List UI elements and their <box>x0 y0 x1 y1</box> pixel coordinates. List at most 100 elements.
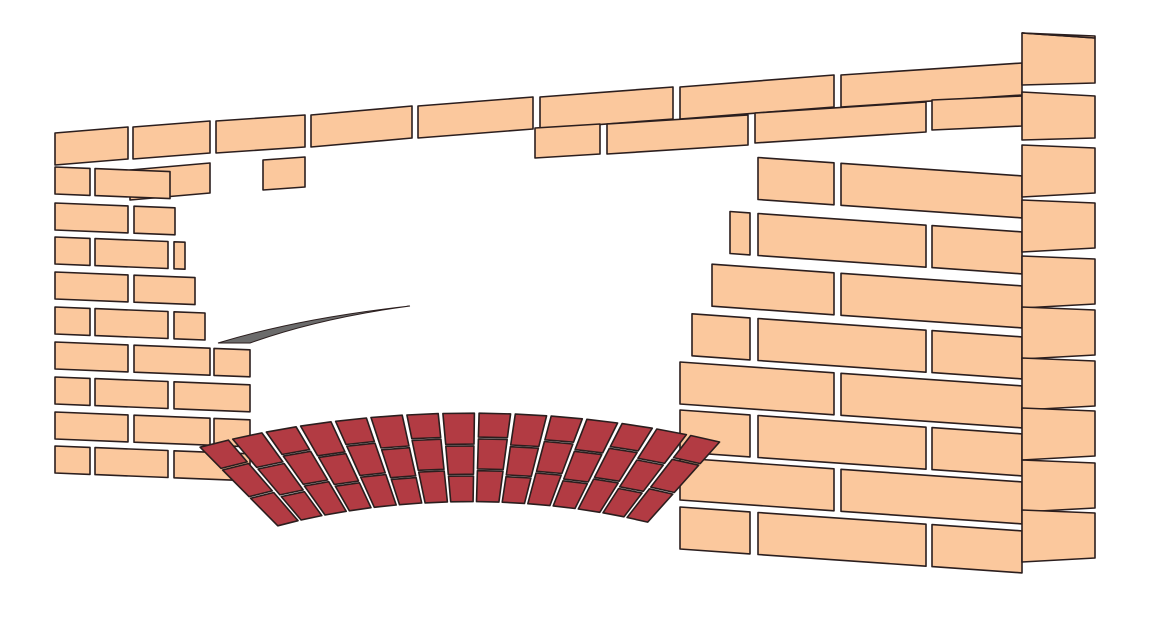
left-pier-brick <box>133 344 211 377</box>
left-pier-brick <box>94 237 169 270</box>
right-pier-brick <box>931 224 1023 275</box>
arch-voussoir <box>544 415 584 444</box>
arch-voussoir <box>299 420 346 457</box>
arch-voussoir <box>526 472 563 507</box>
arch-voussoir <box>475 469 504 503</box>
upper-wall-brick <box>132 120 211 160</box>
left-pier-brick <box>54 236 91 267</box>
arch-voussoir <box>672 434 721 465</box>
left-pier-brick <box>94 307 169 340</box>
upper-wall-brick <box>754 101 927 144</box>
arch-voussoir <box>477 412 512 439</box>
arch-voussoir <box>249 491 299 527</box>
arch-voussoir <box>199 439 248 470</box>
arch-voussoir <box>501 475 532 505</box>
soffit-shadow <box>217 305 411 344</box>
left-pier-brick <box>54 341 129 373</box>
arch-soffit-shadow <box>217 305 411 344</box>
arch-voussoir <box>574 418 619 454</box>
left-pier-brick <box>213 347 251 378</box>
left-pier-brick <box>54 202 129 234</box>
arch-voussoir <box>406 412 442 440</box>
left-pier-brick <box>54 271 129 303</box>
right-pier-end-faces <box>1021 144 1096 563</box>
right-pier-brick <box>931 329 1023 380</box>
left-pier-brick <box>94 377 169 410</box>
left-pier-brick <box>54 445 91 476</box>
arch-voussoir <box>265 425 311 456</box>
arch-voussoir <box>593 447 638 483</box>
arch-voussoir <box>390 476 423 506</box>
arch-voussoirs <box>199 412 721 527</box>
arch-voussoir <box>370 414 410 449</box>
right-pier-end-brick <box>1021 509 1096 563</box>
upper-wall-bricks <box>54 32 1096 201</box>
right-pier-end-brick <box>1021 459 1096 513</box>
arch-voussoir <box>535 440 574 475</box>
upper-wall-brick <box>310 105 413 148</box>
arch-voussoir <box>317 452 360 486</box>
arch-voussoir <box>282 450 329 486</box>
right-pier-end-brick <box>1021 306 1096 360</box>
arch-voussoir <box>231 432 284 469</box>
right-pier-end-brick <box>1021 199 1096 253</box>
arch-voussoir <box>618 459 665 493</box>
left-pier-brick <box>54 376 91 407</box>
right-pier-brick <box>931 523 1023 574</box>
upper-wall-brick <box>679 74 835 120</box>
arch-voussoir <box>649 458 700 494</box>
arch-voussoir <box>602 487 643 518</box>
left-pier-brick <box>133 274 196 306</box>
right-pier-brick <box>757 511 927 568</box>
arch-voussoir <box>411 438 445 472</box>
arch-voussoir <box>442 412 476 446</box>
upper-wall-brick <box>606 114 749 155</box>
right-pier-brick <box>931 426 1023 477</box>
right-pier-brick <box>679 506 751 555</box>
upper-wall-brick <box>1021 32 1096 86</box>
arch-voussoir <box>577 478 620 514</box>
left-pier-brick <box>133 205 176 236</box>
arch-voussoir <box>552 479 589 510</box>
left-pier-brick <box>54 166 91 197</box>
right-pier-end-brick <box>1021 407 1096 461</box>
upper-wall-brick <box>215 114 306 154</box>
arch-voussoir <box>380 446 417 479</box>
left-pier-brick <box>54 411 129 443</box>
right-pier-brick <box>757 414 927 471</box>
arch-voussoir <box>359 473 398 509</box>
right-pier-brick <box>679 361 835 416</box>
left-pier-brick <box>94 167 171 200</box>
upper-wall-brick <box>417 96 534 139</box>
upper-wall-brick <box>54 126 129 166</box>
arch-voussoir <box>509 413 548 448</box>
arch-voussoir <box>303 480 348 516</box>
arch-voussoir <box>609 422 654 452</box>
upper-wall-brick <box>262 156 306 191</box>
right-pier-end-brick <box>1021 357 1096 411</box>
right-pier-brick <box>729 210 751 256</box>
arch-voussoir <box>444 445 475 476</box>
left-pier-brick <box>173 380 251 413</box>
arch-voussoir <box>476 438 509 471</box>
arch-voussoir <box>345 442 387 477</box>
upper-wall-brick <box>1021 32 1096 39</box>
arch-voussoir <box>626 487 674 523</box>
left-pier-brick <box>133 414 211 447</box>
right-pier-brick <box>691 312 751 361</box>
upper-wall-brick <box>1021 91 1096 141</box>
right-pier-brick <box>711 263 835 316</box>
arch-voussoir <box>334 481 372 512</box>
arch-voussoir <box>257 462 305 496</box>
arch-voussoir <box>417 470 449 504</box>
right-pier-brick <box>757 317 927 374</box>
left-pier-brick <box>54 306 91 337</box>
arch-voussoir <box>447 475 475 503</box>
upper-wall-brick <box>931 95 1023 131</box>
right-pier-brick <box>757 212 927 269</box>
arch-voussoir <box>505 445 540 478</box>
arch-voussoir <box>280 490 323 521</box>
arch-voussoir <box>637 428 688 465</box>
upper-wall-brick <box>534 123 601 159</box>
